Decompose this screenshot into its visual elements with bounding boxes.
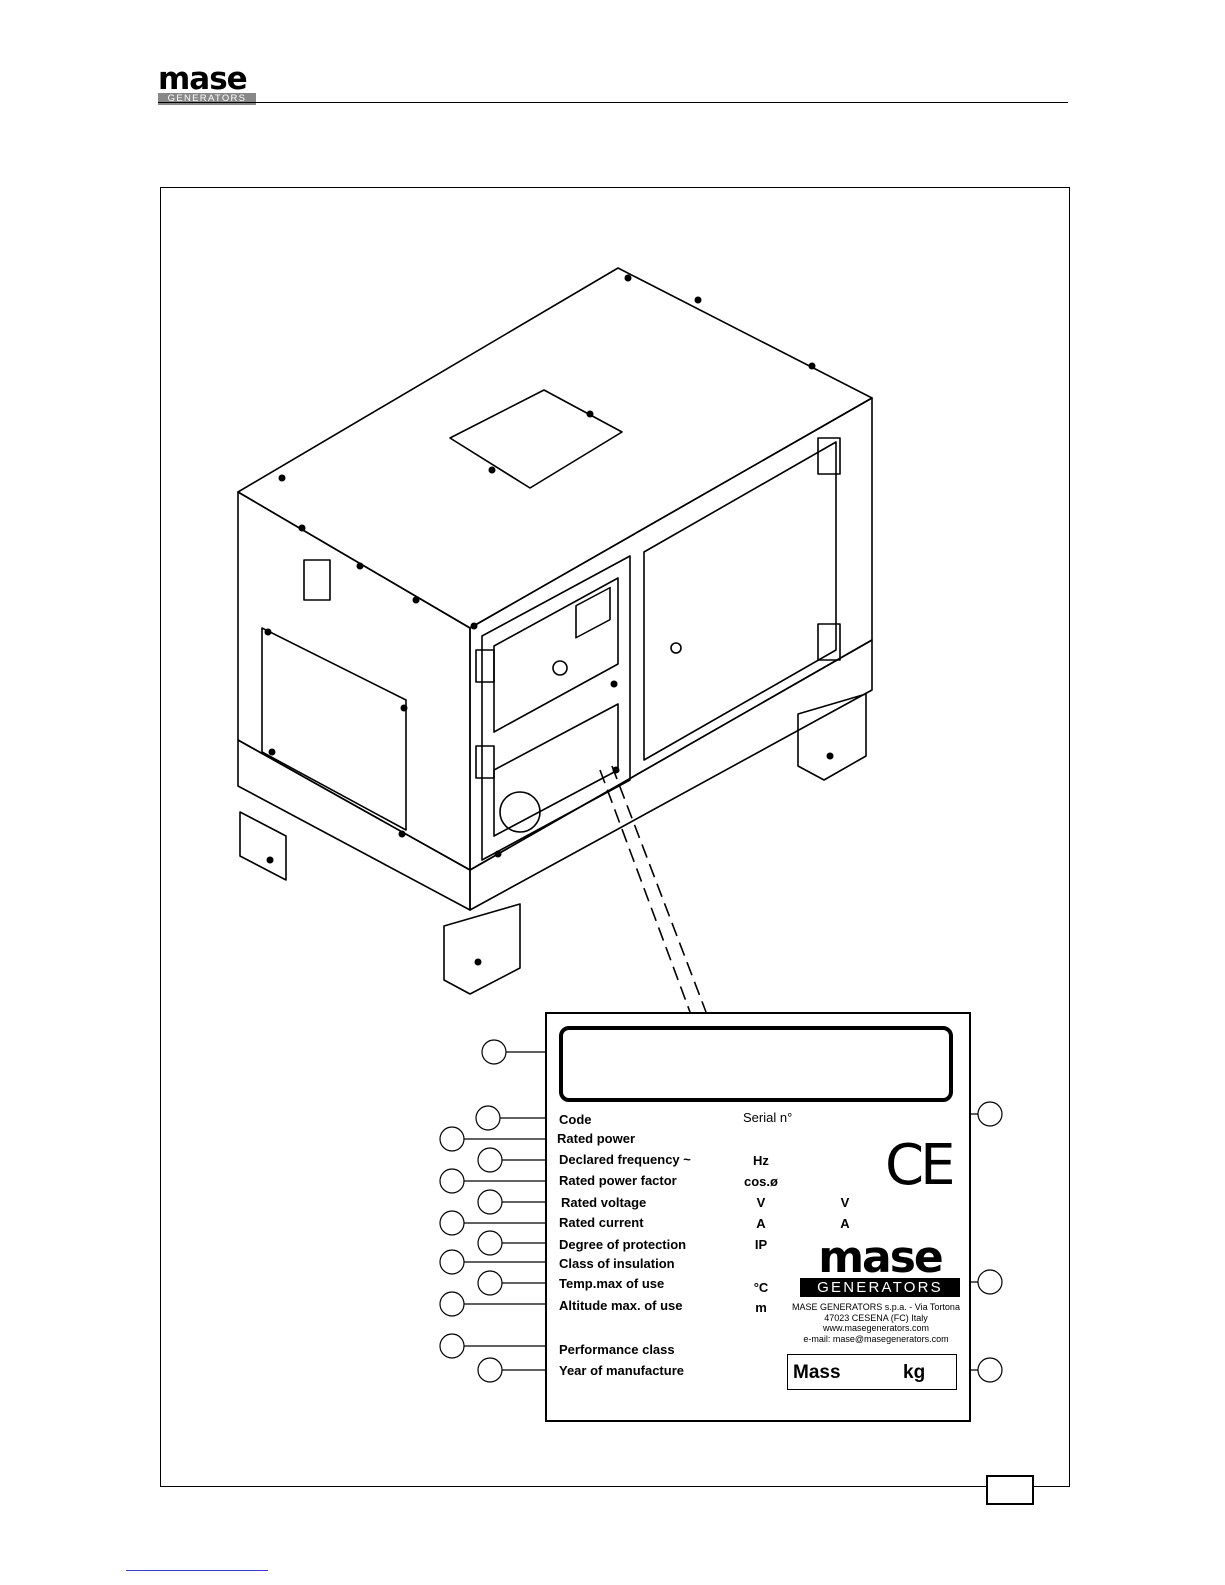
side-panel bbox=[261, 627, 407, 831]
plate-unit-celsius: °C bbox=[753, 1280, 769, 1295]
footer-link-line bbox=[126, 1570, 268, 1571]
side-vent bbox=[303, 559, 331, 601]
plate-insulation-label: Class of insulation bbox=[559, 1256, 675, 1271]
top-access-hatch bbox=[449, 389, 623, 489]
header-rule bbox=[158, 102, 1068, 103]
plate-unit-a1: A bbox=[756, 1216, 766, 1231]
foot-left-back bbox=[239, 811, 287, 881]
control-panel-frame bbox=[481, 555, 631, 861]
mass-unit: kg bbox=[903, 1362, 926, 1383]
panel-hinge-top bbox=[475, 649, 495, 683]
key-switch bbox=[552, 660, 568, 676]
plate-unit-cos: cos.ø bbox=[744, 1174, 778, 1189]
plate-logo: mase GENERATORS bbox=[800, 1232, 960, 1297]
plate-serial-label: Serial n° bbox=[743, 1110, 793, 1125]
plate-code-label: Code bbox=[559, 1112, 592, 1127]
plate-rated-power-label: Rated power bbox=[557, 1131, 636, 1146]
panel-hinge-bottom bbox=[475, 745, 495, 779]
header-logo-word: mase bbox=[158, 61, 248, 97]
plate-model-box bbox=[559, 1026, 953, 1102]
plate-unit-a2: A bbox=[840, 1216, 850, 1231]
control-panel-gauge-area bbox=[493, 577, 619, 733]
generator-side-face bbox=[237, 491, 471, 871]
generator-door bbox=[643, 441, 837, 761]
door-handle bbox=[670, 642, 682, 654]
plate-protection-label: Degree of protection bbox=[559, 1237, 687, 1252]
figure-frame bbox=[160, 187, 1070, 1487]
base-band-left bbox=[237, 739, 471, 911]
foot-right bbox=[797, 693, 867, 781]
plate-performance-label: Performance class bbox=[559, 1342, 675, 1357]
door-hinge-bottom bbox=[817, 623, 841, 661]
manufacturer-address: MASE GENERATORS s.p.a. - Via Tortona 470… bbox=[776, 1302, 976, 1344]
plate-altitude-label: Altitude max. of use bbox=[559, 1298, 683, 1313]
plate-logo-sub: GENERATORS bbox=[800, 1278, 960, 1297]
page-number-box bbox=[986, 1475, 1034, 1505]
plate-current-label: Rated current bbox=[559, 1215, 644, 1230]
plate-temp-label: Temp.max of use bbox=[559, 1276, 665, 1291]
ce-mark: CE bbox=[885, 1133, 956, 1198]
plate-logo-word: mase bbox=[818, 1232, 944, 1283]
plate-power-factor-label: Rated power factor bbox=[559, 1173, 677, 1188]
plate-unit-hz: Hz bbox=[753, 1153, 769, 1168]
plate-year-label: Year of manufacture bbox=[559, 1363, 684, 1378]
plate-voltage-label: Rated voltage bbox=[561, 1195, 647, 1210]
plate-unit-v1: V bbox=[756, 1195, 766, 1210]
address-line-3: www.masegenerators.com bbox=[822, 1323, 930, 1333]
address-line-1: MASE GENERATORS s.p.a. - Via Tortona bbox=[792, 1302, 960, 1312]
bolts bbox=[264, 274, 834, 966]
control-panel-socket-area bbox=[493, 703, 619, 837]
plate-unit-ip: IP bbox=[754, 1237, 768, 1252]
plate-unit-v2: V bbox=[840, 1195, 850, 1210]
generator-top-face bbox=[237, 267, 873, 629]
voltmeter bbox=[575, 586, 611, 639]
plate-leader bbox=[599, 765, 707, 1013]
address-line-4: e-mail: mase@masegenerators.com bbox=[803, 1333, 949, 1344]
plate-frequency-label: Declared frequency ~ bbox=[559, 1152, 691, 1167]
foot-front bbox=[443, 903, 521, 995]
plate-unit-meter: m bbox=[755, 1300, 767, 1315]
address-line-2: 47023 CESENA (FC) Italy bbox=[824, 1312, 928, 1323]
mass-label: Mass bbox=[793, 1362, 841, 1383]
fuel-cap bbox=[499, 791, 541, 833]
base-band-right bbox=[469, 639, 873, 911]
mass-box bbox=[787, 1354, 957, 1390]
data-plate bbox=[545, 1012, 971, 1422]
door-hinge-top bbox=[817, 437, 841, 475]
